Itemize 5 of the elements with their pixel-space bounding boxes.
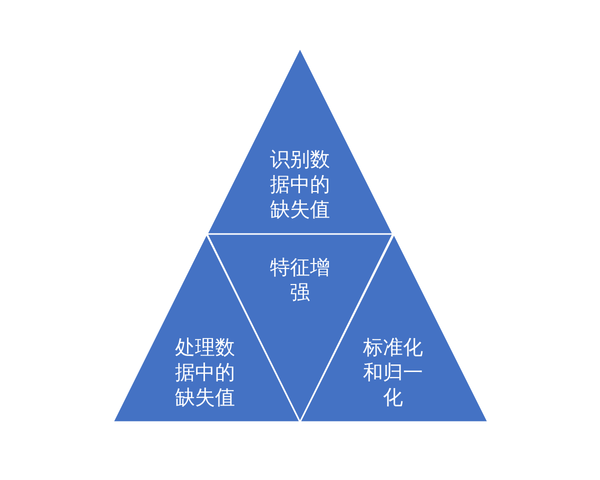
segment-text: 处理数据中的缺失值 bbox=[174, 336, 236, 411]
segment-text: 识别数据中的缺失值 bbox=[269, 148, 331, 223]
segment-text: 标准化和归一化 bbox=[362, 336, 424, 411]
segment-text: 特征增强 bbox=[269, 256, 331, 306]
triangle-segment bbox=[207, 48, 393, 234]
